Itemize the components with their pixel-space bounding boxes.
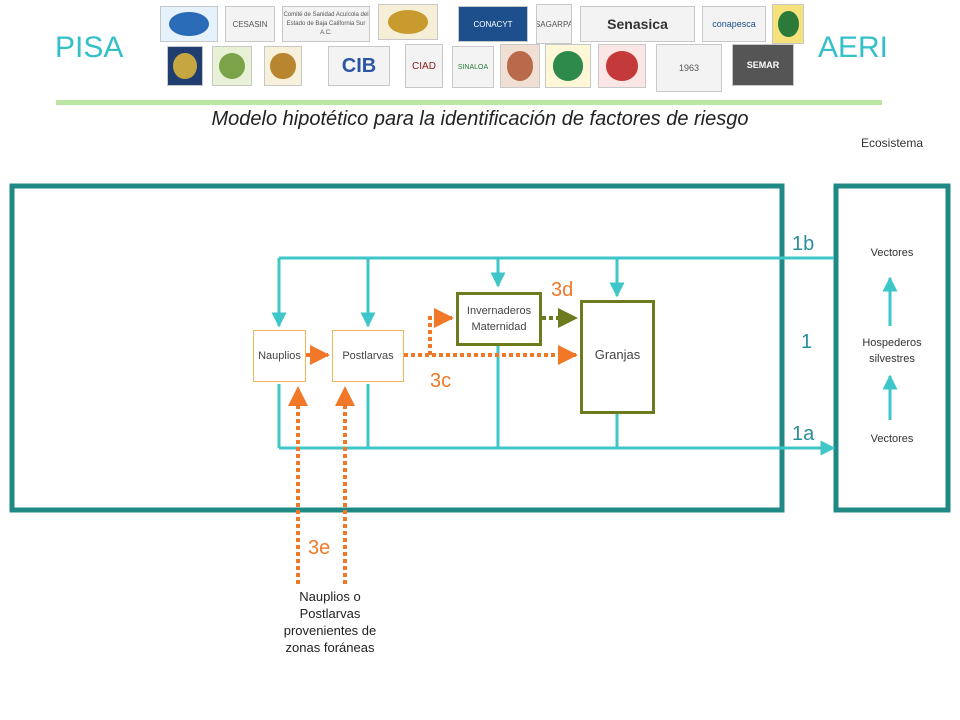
crest-logo — [772, 4, 804, 44]
pathway-1a-label: 1a — [792, 423, 815, 445]
ecosystem-frame — [833, 183, 951, 513]
ecosystem-label: Ecosistema — [860, 136, 924, 150]
invernaderos-label-line2: Maternidad — [471, 321, 527, 333]
comite-baja-california-logo: Comité de Sanidad Acuícola del Estado de… — [282, 6, 370, 42]
shield-logo — [264, 46, 302, 86]
foreign-label-line2: Postlarvas — [299, 606, 361, 621]
foreign-label-line3: provenientes de — [283, 623, 377, 638]
foreign-label-line4: zonas foráneas — [285, 640, 375, 655]
pathway-1-label: 1 — [801, 331, 813, 353]
nauplios-node: Nauplios — [253, 330, 306, 382]
postlarvas-label: Postlarvas — [342, 350, 394, 362]
unam-logo — [167, 46, 203, 86]
conacyt-logo: CONACYT — [458, 6, 528, 42]
vectores-top-label: Vectores — [870, 247, 914, 259]
granjas-node: Granjas — [580, 300, 655, 414]
circle-logo-1 — [545, 44, 591, 88]
aeri-label: AERI — [818, 31, 889, 64]
postlarvas-to-invernaderos-arrow — [428, 308, 454, 355]
foreign-label-line1: Nauplios o — [299, 589, 361, 604]
comite-sanidad-logo — [378, 4, 438, 40]
conapesca-logo: conapesca — [702, 6, 766, 42]
cesasin-logo: CESASIN — [225, 6, 275, 42]
sinaloa-logo: SINALOA — [452, 46, 494, 88]
shrimp-logo — [500, 44, 540, 88]
invernaderos-node: Invernaderos Maternidad — [456, 292, 542, 346]
farm-system-frame — [9, 183, 785, 513]
nauplios-label: Nauplios — [258, 350, 301, 362]
lab-logo: 1963 — [656, 44, 722, 92]
semar-logo: SEMAR — [732, 44, 794, 86]
invernaderos-label-line1: Invernaderos — [466, 305, 532, 317]
ciad-logo: CIAD — [405, 44, 443, 88]
pathway-3e-label: 3e — [308, 537, 331, 559]
cib-logo: CIB — [328, 46, 390, 86]
circle-logo-2 — [598, 44, 646, 88]
hospederos-label-line1: Hospederos — [862, 337, 922, 349]
page-title: Modelo hipotético para la identificación… — [211, 108, 749, 130]
senasica-logo: Senasica — [580, 6, 695, 42]
postlarvas-node: Postlarvas — [332, 330, 404, 382]
granjas-label: Granjas — [594, 347, 641, 362]
vectores-bottom-label: Vectores — [870, 433, 914, 445]
hospederos-label-line2: silvestres — [869, 353, 915, 365]
foreign-source-label: Nauplios o Postlarvas provenientes de zo… — [250, 588, 410, 656]
map-logo — [212, 46, 252, 86]
sagarpa-logo: SAGARPA — [536, 4, 572, 44]
pathway-3c-label: 3c — [430, 370, 452, 392]
pathway-3d-label: 3d — [551, 279, 574, 301]
pisa-label: PISA — [55, 31, 124, 64]
header-divider — [56, 100, 882, 105]
seal-logo — [160, 6, 218, 42]
pathway-1b-label: 1b — [792, 233, 815, 255]
